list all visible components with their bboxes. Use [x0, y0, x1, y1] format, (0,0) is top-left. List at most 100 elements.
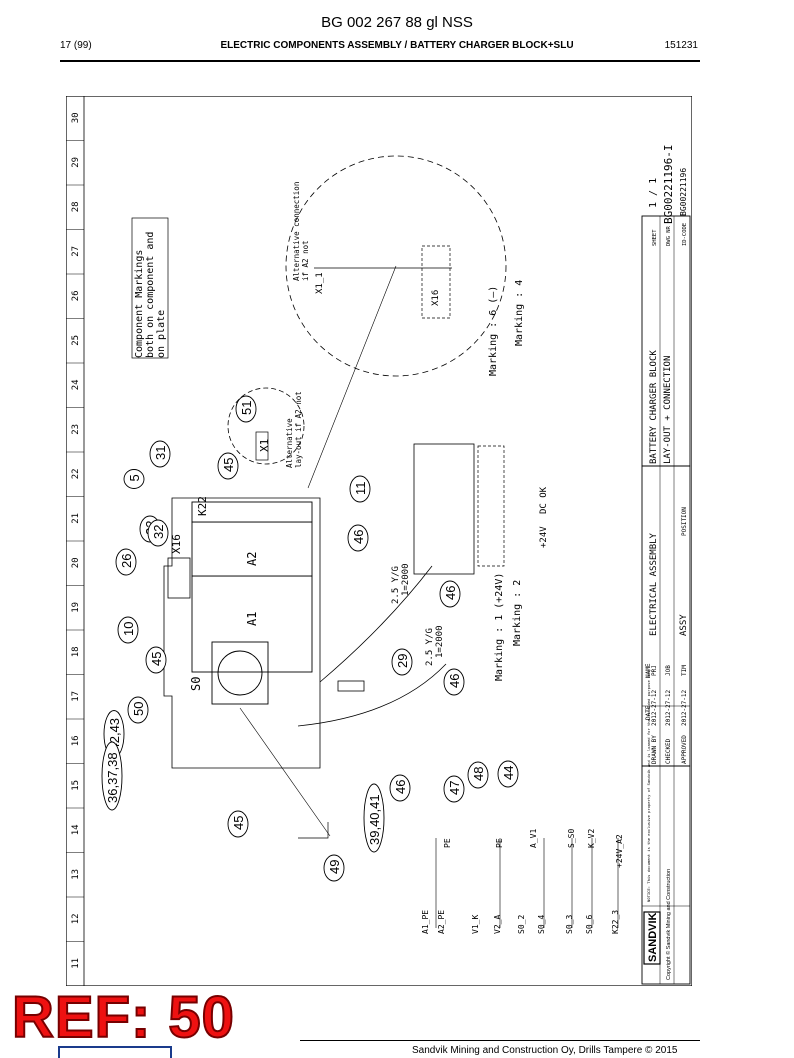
- k22-relay: [191, 501, 313, 523]
- callout-22: [497, 760, 519, 788]
- plus24v-label: +24V: [539, 526, 549, 548]
- company-logo: SANDVIK: [647, 912, 659, 962]
- svg-text:S_S0: S_S0: [567, 829, 576, 848]
- copyright: Copyright © Sandvik Mining and Construct…: [665, 869, 672, 980]
- wire1-len: 1=2000: [401, 563, 411, 596]
- svg-text:POSITION: POSITION: [681, 507, 688, 536]
- callout-10: [145, 646, 167, 674]
- callout-label-6: 32: [151, 525, 166, 539]
- border-number-28: 28: [71, 201, 81, 212]
- markings-line-1: Component Markings: [134, 250, 145, 358]
- document-title: BG 002 267 88 gl NSS: [321, 14, 473, 31]
- callout-8: [115, 548, 137, 576]
- callout-label-19: 46: [393, 780, 408, 794]
- border-number-17: 17: [71, 691, 81, 702]
- mounting-plate: [163, 497, 321, 769]
- border-number-26: 26: [71, 290, 81, 301]
- callout-label-9: 10: [121, 622, 136, 636]
- svg-text:CHECKED: CHECKED: [665, 738, 672, 764]
- marking-6: Marking : 6 (–): [488, 286, 499, 376]
- callout-4: [349, 475, 371, 503]
- x16-label-circle: X16: [431, 290, 441, 306]
- callout-label-0: 5: [127, 474, 142, 481]
- callout-label-7: 46: [351, 530, 366, 544]
- callout-16: [101, 741, 123, 811]
- callout-label-12: 29: [395, 654, 410, 668]
- callout-0: [123, 469, 145, 489]
- main-switch-s0: [211, 641, 269, 705]
- callout-label-1: 31: [153, 446, 168, 460]
- footer-copyright: Sandvik Mining and Construction Oy, Dril…: [412, 1045, 678, 1056]
- callout-label-8: 26: [119, 554, 134, 568]
- svg-text:2012-27-12: 2012-27-12: [651, 689, 658, 726]
- border-number-12: 12: [71, 913, 81, 924]
- ref-label: REF: 50: [11, 984, 235, 1051]
- svg-text:PE: PE: [443, 838, 452, 848]
- svg-text:JOB: JOB: [665, 665, 672, 676]
- callout-label-3: 51: [239, 401, 254, 415]
- callout-label-14: 50: [131, 702, 146, 716]
- callout-3: [235, 395, 257, 423]
- callout-label-13: 46: [447, 674, 462, 688]
- svg-text:A1_PE: A1_PE: [421, 910, 430, 934]
- assy: ASSY: [679, 614, 689, 636]
- title-block: SANDVIK Copyright © Sandvik Mining and C…: [641, 145, 691, 985]
- border-number-24: 24: [71, 379, 81, 390]
- callout-17: [227, 810, 249, 838]
- electrical-drawing: 1112131415161718192021222324252627282930…: [66, 96, 692, 986]
- callout-21: [467, 761, 489, 789]
- wire2-spec: 2.5 Y/G: [425, 628, 435, 666]
- sandvik-footer-logo: [58, 1046, 172, 1058]
- a1-label: A1: [245, 612, 259, 626]
- charger-a2: [191, 521, 313, 577]
- callout-6: [147, 519, 169, 547]
- svg-text:APPROVED: APPROVED: [681, 735, 688, 764]
- svg-text:+24V_A2: +24V_A2: [615, 834, 624, 868]
- a2-label: A2: [245, 552, 259, 566]
- callout-label-20: 47: [447, 781, 462, 795]
- s0-label: S0: [189, 677, 203, 691]
- callout-11: [439, 580, 461, 608]
- callout-label-22: 44: [501, 766, 516, 780]
- id-code: BG00221196: [679, 168, 688, 216]
- wire1-spec: 2.5 Y/G: [391, 566, 401, 604]
- section-subtitle: ELECTRIC COMPONENTS ASSEMBLY / BATTERY C…: [220, 40, 574, 51]
- marking-1: Marking : 1 (+24V): [494, 573, 505, 681]
- svg-text:TIM: TIM: [681, 665, 688, 676]
- callout-label-18: 39,40,41: [367, 794, 382, 845]
- svg-text:A2_PE: A2_PE: [437, 910, 446, 934]
- border-number-11: 11: [71, 958, 81, 969]
- date-code: 151231: [664, 40, 698, 51]
- callout-label-4: 11: [353, 482, 368, 496]
- callout-label-11: 46: [443, 586, 458, 600]
- border-number-29: 29: [71, 157, 81, 168]
- callout-14: [127, 696, 149, 724]
- svg-text:PRJ: PRJ: [651, 665, 658, 676]
- border-number-27: 27: [71, 246, 81, 257]
- dc-ok-label: DC OK: [539, 486, 549, 514]
- notice: NOTICE: This document is the exclusive p…: [646, 668, 651, 902]
- alt-layout-circle: [227, 387, 305, 465]
- callout-19: [389, 774, 411, 802]
- alt-conn-1a: Alternative connection: [292, 182, 301, 281]
- border-number-13: 13: [71, 869, 81, 880]
- markings-line-2: both on component and: [145, 232, 156, 358]
- k22-x16-block: [413, 443, 475, 575]
- dwg-number: BG00221196-I: [662, 145, 675, 224]
- markings-line-3: on plate: [156, 310, 167, 358]
- callout-1: [149, 440, 171, 468]
- svg-text:NAME: NAME: [645, 663, 652, 678]
- svg-text:S0_6: S0_6: [585, 915, 594, 934]
- x16-terminal: [167, 557, 191, 599]
- svg-text:S0_2: S0_2: [517, 915, 526, 934]
- footer-rule: [300, 1040, 700, 1041]
- k22-label: K22: [196, 496, 209, 516]
- svg-text:A_V1: A_V1: [529, 829, 538, 848]
- svg-text:K_V2: K_V2: [587, 829, 596, 848]
- callout-label-17: 45: [231, 816, 246, 830]
- svg-text:2012-27-12: 2012-27-12: [681, 689, 688, 726]
- border-number-23: 23: [71, 424, 81, 435]
- border-number-14: 14: [71, 824, 81, 835]
- page-number: 17 (99): [60, 40, 92, 51]
